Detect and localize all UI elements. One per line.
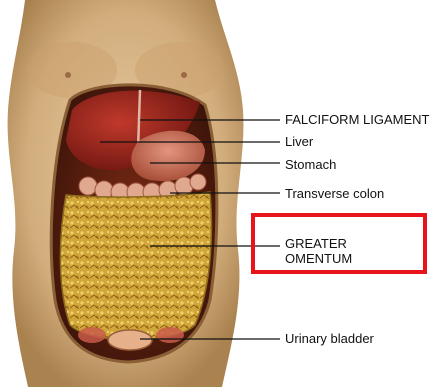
- stomach-label: Stomach: [285, 157, 336, 172]
- transverse-colon-label: Transverse colon: [285, 186, 384, 201]
- highlight-box: [251, 213, 427, 274]
- nipple-left-icon: [65, 72, 71, 78]
- greater-omentum: [60, 192, 211, 340]
- falciform-ligament-label: FALCIFORM LIGAMENT: [285, 112, 429, 127]
- urinary-bladder: [108, 330, 152, 350]
- urinary-bladder-label: Urinary bladder: [285, 331, 374, 346]
- nipple-right-icon: [181, 72, 187, 78]
- liver-label: Liver: [285, 134, 313, 149]
